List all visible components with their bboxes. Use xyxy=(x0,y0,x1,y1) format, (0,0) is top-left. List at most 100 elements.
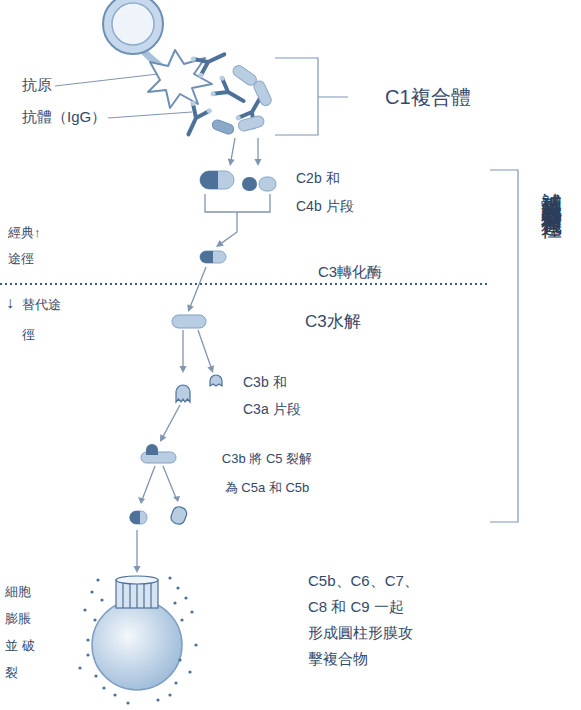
dot xyxy=(190,610,193,613)
c4b-fragment xyxy=(200,171,234,189)
antigen-shape xyxy=(148,50,212,108)
arrow-head xyxy=(173,496,180,502)
annotation-label: 抗原 xyxy=(22,76,52,95)
reaction-arrow xyxy=(205,194,270,247)
arrow-line xyxy=(136,530,137,568)
c2a-fragment xyxy=(242,177,257,191)
diagram-title: 補體系統的古典途徑和替代途徑 xyxy=(538,176,566,204)
arrow-line xyxy=(257,138,258,161)
reaction-arrow xyxy=(134,530,141,573)
dot xyxy=(168,693,171,696)
arrow-line xyxy=(162,405,180,438)
arrow-line xyxy=(182,330,183,368)
leaking-contents xyxy=(78,576,197,704)
leader-line xyxy=(55,74,158,86)
c1-subunit xyxy=(252,79,273,107)
c1-subunit xyxy=(237,115,265,132)
dot xyxy=(96,578,99,581)
dot xyxy=(174,681,177,684)
molecule-node: C3b 將 C5 裂解 為 C5a 和 C5b xyxy=(125,442,195,530)
annotation-label: 經典↑ 途徑 xyxy=(8,220,54,272)
c3a-fragment xyxy=(210,375,222,386)
dot xyxy=(83,608,86,611)
node-label: C3b 將 C5 裂解 為 C5a 和 C5b xyxy=(218,444,316,502)
c3-protein xyxy=(172,315,206,328)
dot xyxy=(173,601,176,604)
dot xyxy=(184,596,187,599)
reaction-arrow xyxy=(180,330,214,373)
arrow-head xyxy=(134,566,141,573)
arrow-head xyxy=(160,434,166,442)
arrow-line xyxy=(231,138,235,161)
annotation-label: ↓ xyxy=(6,294,14,312)
arrow-head xyxy=(180,366,187,373)
annotation-label: 抗體（IgG） xyxy=(22,108,106,127)
node-label: C5b、C6、C7、 C8 和 C9 一起 形成圓柱形膜攻擊複合物 xyxy=(308,568,421,672)
arrow-line xyxy=(190,267,206,307)
node-label: C1複合體 xyxy=(385,84,471,111)
dot xyxy=(102,686,105,689)
arrow-head xyxy=(255,159,262,166)
arrow-head xyxy=(228,158,235,166)
dot xyxy=(176,586,179,589)
c3-convertase xyxy=(200,251,226,263)
split-arrow xyxy=(142,466,155,500)
dot xyxy=(86,638,89,641)
dot xyxy=(178,658,181,661)
c4a-fragment xyxy=(259,177,276,191)
dot xyxy=(94,674,97,677)
target-cell xyxy=(103,0,163,54)
arrow-line xyxy=(220,212,237,244)
molecule-node: C1複合體 xyxy=(100,0,280,138)
group-bracket xyxy=(490,170,518,522)
arrow-line xyxy=(205,194,270,212)
c1-bracket xyxy=(275,58,348,135)
molecule-node: C5b、C6、C7、 C8 和 C9 一起 形成圓柱形膜攻擊複合物 xyxy=(80,573,195,691)
dot xyxy=(113,693,116,696)
split-arrow xyxy=(163,466,176,498)
dot xyxy=(126,701,129,704)
dot xyxy=(90,590,93,593)
arrow-head xyxy=(187,304,193,312)
node-label: C2b 和 C4b 片段 xyxy=(296,164,358,220)
node-label: C3水解 xyxy=(305,310,361,333)
c3-convertase-part xyxy=(200,251,213,263)
leader-line xyxy=(108,112,192,118)
antibody xyxy=(190,44,229,79)
node-label: C3轉化酶 xyxy=(318,263,382,282)
node-label: C3b 和 C3a 片段 xyxy=(243,369,305,423)
dot xyxy=(86,653,89,656)
mac-pore-top xyxy=(116,576,158,584)
arrow-line xyxy=(198,330,211,368)
dot xyxy=(78,666,81,669)
antibody xyxy=(178,100,213,139)
reaction-arrow xyxy=(187,267,206,312)
c2b-fragment xyxy=(200,171,218,189)
c5b-fragment xyxy=(130,511,147,524)
molecule-node: C3轉化酶 xyxy=(198,247,230,267)
reaction-arrow xyxy=(228,138,262,166)
c5a-fragment xyxy=(169,505,188,526)
reaction-arrow xyxy=(160,405,180,442)
molecule-node: C2b 和 C4b 片段 xyxy=(198,166,278,194)
c3b-fragment xyxy=(176,385,190,402)
cell-nucleus xyxy=(112,3,154,45)
arrow-head xyxy=(207,365,214,373)
dot xyxy=(168,576,171,579)
swelling-cell xyxy=(92,600,182,690)
dot xyxy=(194,643,197,646)
pathway-divider xyxy=(0,283,490,285)
dot xyxy=(93,618,96,621)
dot xyxy=(180,618,183,621)
annotation-label: 替代途徑 xyxy=(22,290,64,350)
annotation-label: 細胞 膨脹 並 破裂 xyxy=(5,578,35,686)
dot xyxy=(156,698,159,701)
arrow-head xyxy=(138,497,145,504)
dot xyxy=(100,598,103,601)
molecule-node: C3水解 xyxy=(170,312,208,330)
arrow-head xyxy=(216,240,224,247)
dot xyxy=(188,670,191,673)
